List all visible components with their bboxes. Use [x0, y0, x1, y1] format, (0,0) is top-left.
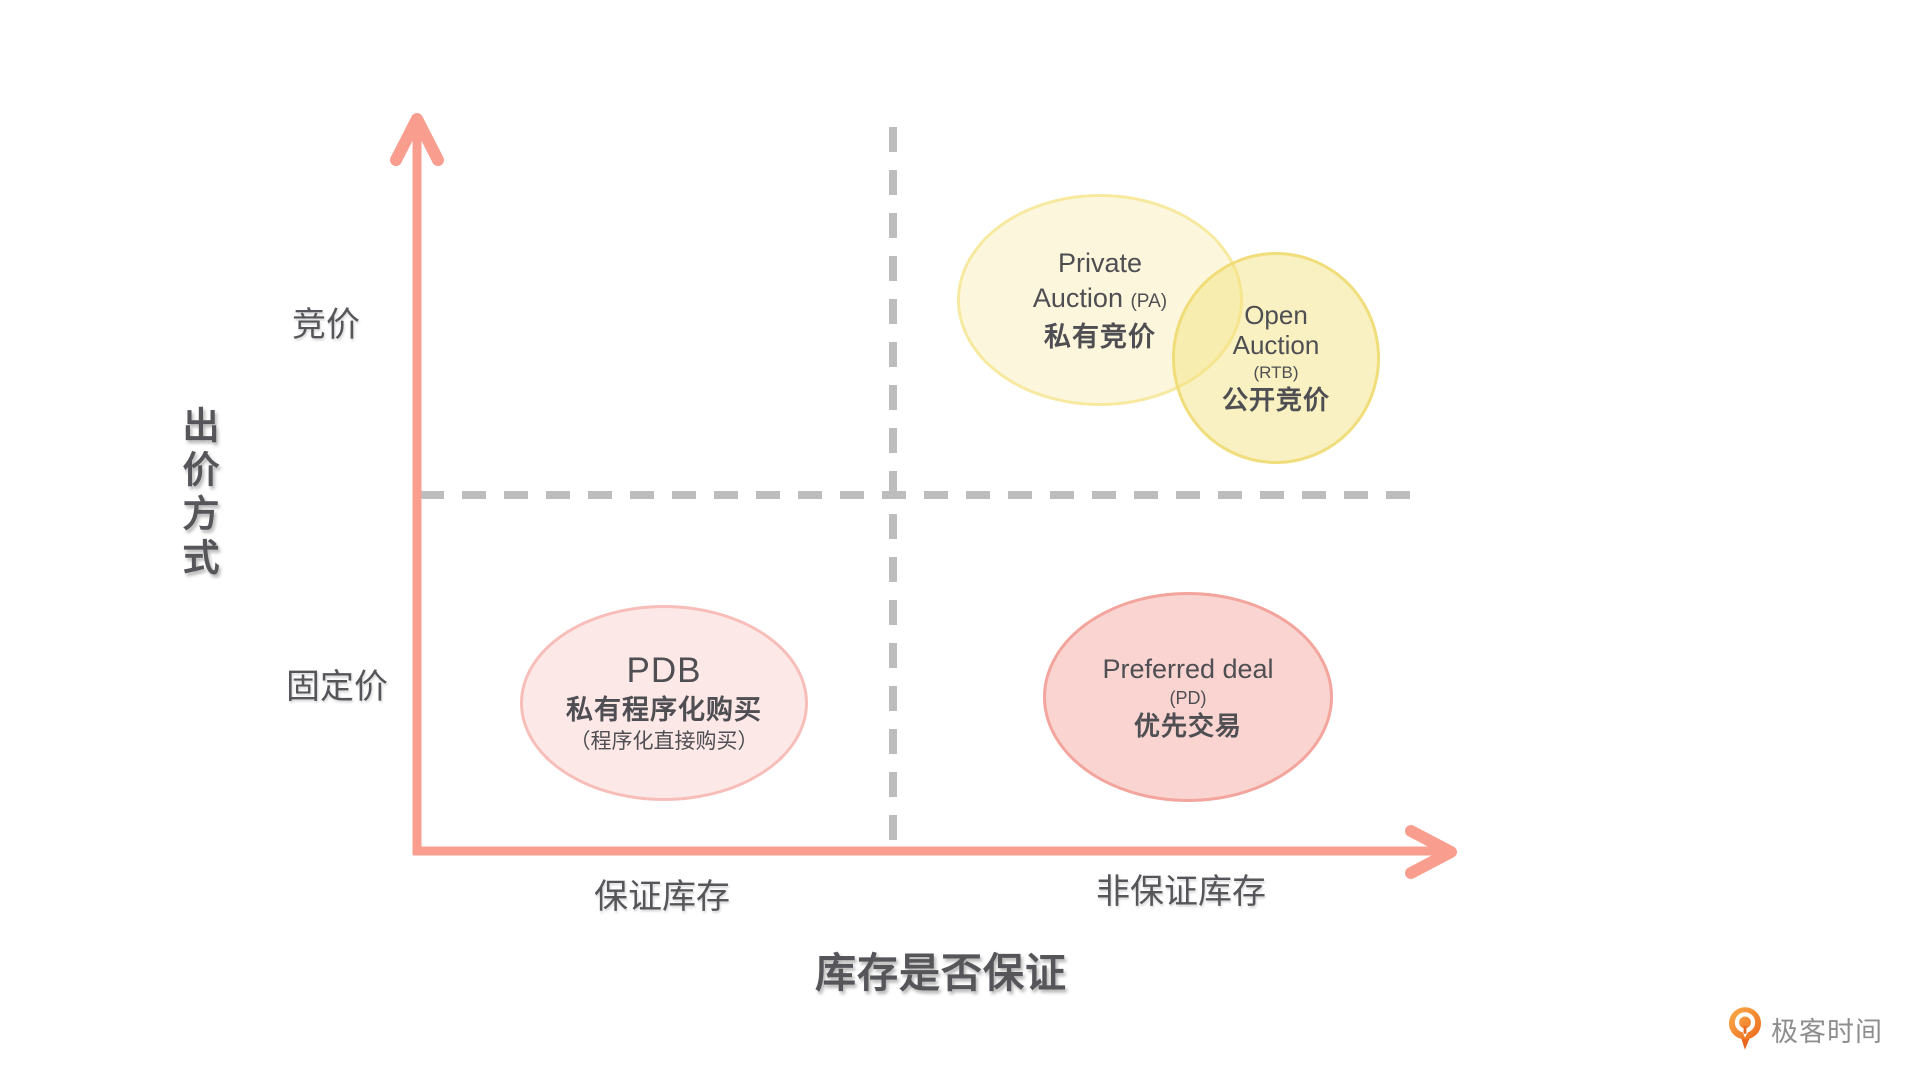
x-axis-label-non-guaranteed: 非保证库存 [1096, 873, 1266, 911]
private-auction-line1: Private [1057, 247, 1143, 278]
geektime-logo-icon [1728, 1007, 1762, 1050]
x-axis-label-guaranteed: 保证库存 [594, 878, 730, 916]
geektime-logo-text: 极客时间 [1771, 1016, 1883, 1047]
y-axis-title: 出价方式 [177, 406, 218, 582]
preferred-deal-line1: Preferred deal [1102, 654, 1274, 684]
x-axis-title: 库存是否保证 [815, 950, 1067, 996]
geektime-logo: 极客时间 [1728, 1006, 1883, 1052]
open-auction-line1: Open [1244, 300, 1308, 330]
open-auction-line2: Auction [1232, 330, 1320, 360]
y-axis-label-auction: 竞价 [292, 306, 360, 344]
bubble-preferred-deal: Preferred deal (PD) 优先交易 [1043, 592, 1333, 802]
private-auction-line2: Auction (PA) [1033, 281, 1167, 319]
bubble-private-auction: Private Auction (PA) 私有竞价 [957, 194, 1243, 406]
preferred-deal-chinese: 优先交易 [1133, 711, 1242, 741]
open-auction-chinese: 公开竞价 [1221, 385, 1330, 415]
pdb-title: PDB [626, 651, 702, 690]
pdb-subtitle: （程序化直接购买） [569, 730, 759, 753]
open-auction-abbr: (RTB) [1253, 363, 1299, 382]
preferred-deal-abbr: (PD) [1169, 688, 1207, 708]
y-axis-arrowhead [390, 113, 444, 166]
pdb-chinese: 私有程序化购买 [566, 695, 762, 725]
bubble-pdb: PDB 私有程序化购买 （程序化直接购买） [520, 605, 808, 801]
x-axis-arrowhead [1405, 825, 1457, 879]
private-auction-chinese: 私有竞价 [1044, 321, 1156, 352]
y-axis-label-fixed-price: 固定价 [286, 668, 388, 706]
private-auction-abbr: (PA) [1130, 290, 1168, 312]
bubble-open-auction: Open Auction (RTB) 公开竞价 [1172, 252, 1380, 464]
private-auction-word: Auction [1032, 282, 1123, 313]
